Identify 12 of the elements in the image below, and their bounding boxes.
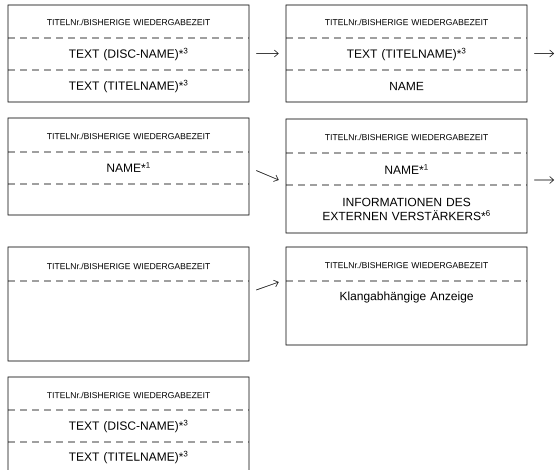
display-box: TITELNr./BISHERIGE WIEDERGABEZEIT: [8, 246, 250, 362]
display-box: TITELNr./BISHERIGE WIEDERGABEZEIT NAME*$^{1}$: [8, 118, 250, 216]
arrow: [534, 50, 554, 58]
display-box: TITELNr./BISHERIGE WIEDERGABEZEIT TEXT (DISC-NAME)*$^{3}$ TEXT (TITELNAME)*$^{3}$: [8, 4, 250, 102]
arrow: [256, 280, 279, 290]
display-box: TITELNr./BISHERIGE WIEDERGABEZEIT TEXT (DISC-NAME)*$^{3}$ TEXT (TITELNAME)*$^{3}$: [8, 376, 250, 470]
display-box: TITELNr./BISHERIGE WIEDERGABEZEIT Klangabhängige Anzeige: [286, 246, 528, 346]
display-box: TITELNr./BISHERIGE WIEDERGABEZEIT TEXT (TITELNAME)*$^{3}$ NAME: [286, 4, 528, 102]
arrow: [256, 170, 279, 182]
display-box: TITELNr./BISHERIGE WIEDERGABEZEIT NAME*$^{1}$ INFORMATIONEN DES EXTERNEN VERSTÄRKERS*$^{6}$: [286, 118, 528, 234]
arrow: [256, 50, 279, 58]
arrow: [534, 176, 554, 184]
